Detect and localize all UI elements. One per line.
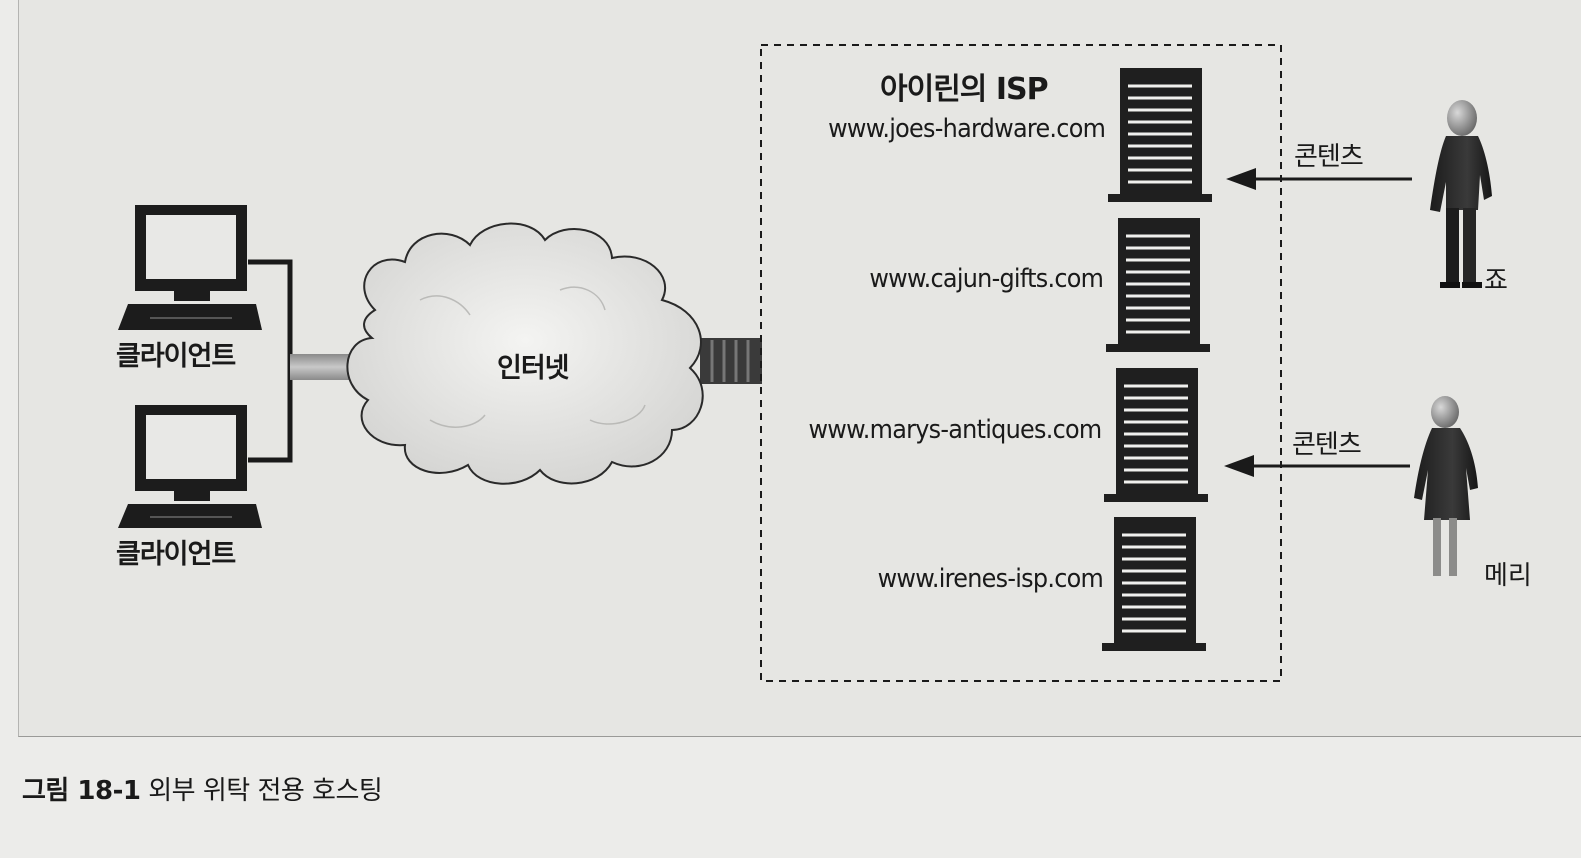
server-slots [1124, 384, 1188, 484]
server-domain-joes-hardware: www.joes-hardware.com [827, 114, 1106, 144]
client-label-1: 클라이언트 [116, 341, 236, 372]
server-domain-irenes-isp: www.irenes-isp.com [877, 564, 1104, 594]
monitor-icon [118, 205, 262, 330]
person-label-joe: 죠 [1484, 266, 1508, 296]
client-computer-1 [118, 205, 262, 330]
server-slots [1122, 533, 1186, 633]
isp-boundary [760, 44, 1282, 682]
content-label-mary: 콘텐츠 [1292, 430, 1362, 460]
content-arrow-joe [1226, 168, 1412, 190]
server-joes-hardware [1108, 68, 1212, 202]
server-marys-antiques [1104, 368, 1208, 502]
internet-cloud [346, 222, 704, 485]
server-slots [1128, 84, 1192, 184]
monitor-icon [118, 405, 262, 528]
server-slots [1126, 234, 1190, 334]
server-domain-cajun-gifts: www.cajun-gifts.com [869, 264, 1104, 294]
internet-label: 인터넷 [497, 353, 570, 384]
isp-cable [700, 338, 762, 384]
client-wiring [248, 259, 293, 463]
figure-caption-text: 외부 위탁 전용 호스팅 [148, 776, 383, 806]
figure-caption: 그림 18-1 외부 위탁 전용 호스팅 [22, 770, 383, 807]
hosting-diagram [118, 44, 1492, 682]
content-label-joe: 콘텐츠 [1294, 142, 1364, 172]
isp-title: 아이린의 ISP [880, 72, 1049, 107]
client-computer-2 [118, 405, 262, 528]
figure-number: 그림 18-1 [22, 776, 141, 806]
server-domain-marys-antiques: www.marys-antiques.com [807, 415, 1102, 445]
server-cajun-gifts [1106, 218, 1210, 352]
content-arrow-mary [1224, 455, 1410, 477]
client-label-2: 클라이언트 [116, 539, 236, 570]
person-label-mary: 메리 [1484, 561, 1532, 591]
person-joe-icon [1430, 100, 1492, 288]
person-mary-icon [1414, 396, 1478, 576]
figure-panel [18, 0, 1581, 737]
server-irenes-isp [1102, 517, 1206, 651]
